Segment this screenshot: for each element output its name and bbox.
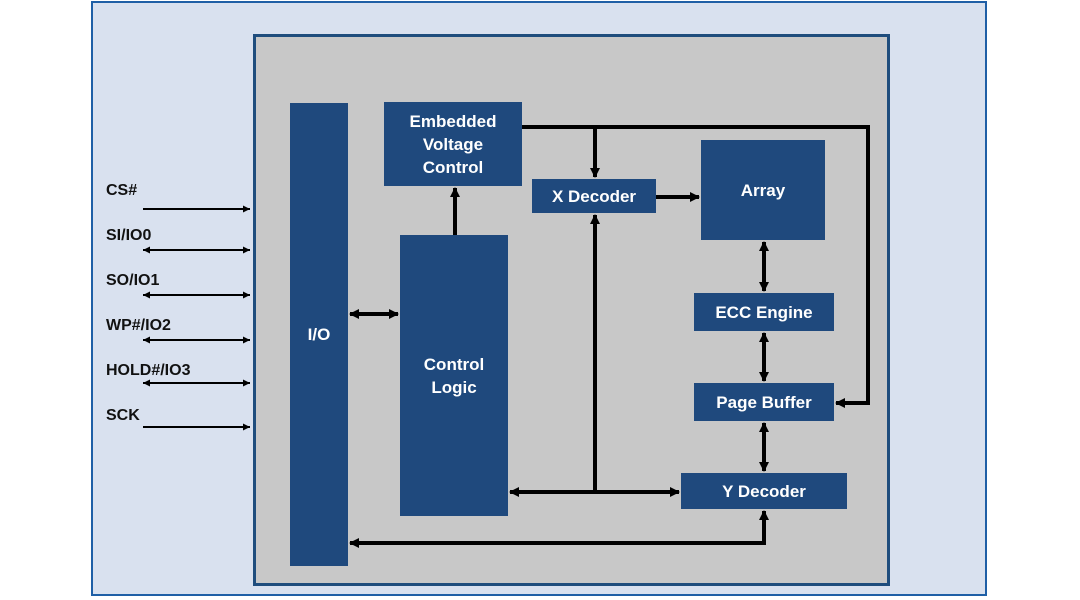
embedded-voltage-control-label-line-2: Voltage: [422, 134, 484, 154]
x-decoder-label: X Decoder: [551, 186, 637, 206]
pin-label-cs: CS#: [106, 182, 138, 199]
array-label: Array: [740, 180, 786, 200]
pin-label-si-io0: SI/IO0: [106, 227, 152, 244]
control-logic-label-line-1: Control: [423, 354, 485, 374]
embedded-voltage-control-label-line-1: Embedded: [409, 111, 497, 131]
control-logic-block: Control Logic: [400, 235, 508, 516]
array-block: Array: [701, 140, 825, 240]
embedded-voltage-control-label-line-3: Control: [422, 157, 484, 177]
ecc-engine-block: ECC Engine: [694, 293, 834, 331]
wire-y-decoder-io: [349, 510, 769, 548]
embedded-voltage-control-block: Embedded Voltage Control: [384, 102, 522, 186]
pin-label-sck: SCK: [106, 407, 140, 424]
pin-label-wp-io2: WP#/IO2: [106, 317, 171, 334]
y-decoder-block: Y Decoder: [681, 473, 847, 509]
wire-evc-page-buffer: [522, 125, 870, 408]
page-buffer-block: Page Buffer: [694, 383, 834, 421]
io-block: I/O: [290, 103, 348, 566]
pin-label-so-io1: SO/IO1: [106, 272, 160, 289]
x-decoder-block: X Decoder: [532, 179, 656, 213]
pin-label-hold-io3: HOLD#/IO3: [106, 362, 191, 379]
io-block-label: I/O: [307, 325, 331, 344]
page-buffer-label: Page Buffer: [716, 392, 812, 412]
control-logic-label-line-2: Logic: [431, 377, 477, 397]
ecc-engine-label: ECC Engine: [715, 302, 813, 322]
y-decoder-label: Y Decoder: [722, 481, 806, 501]
